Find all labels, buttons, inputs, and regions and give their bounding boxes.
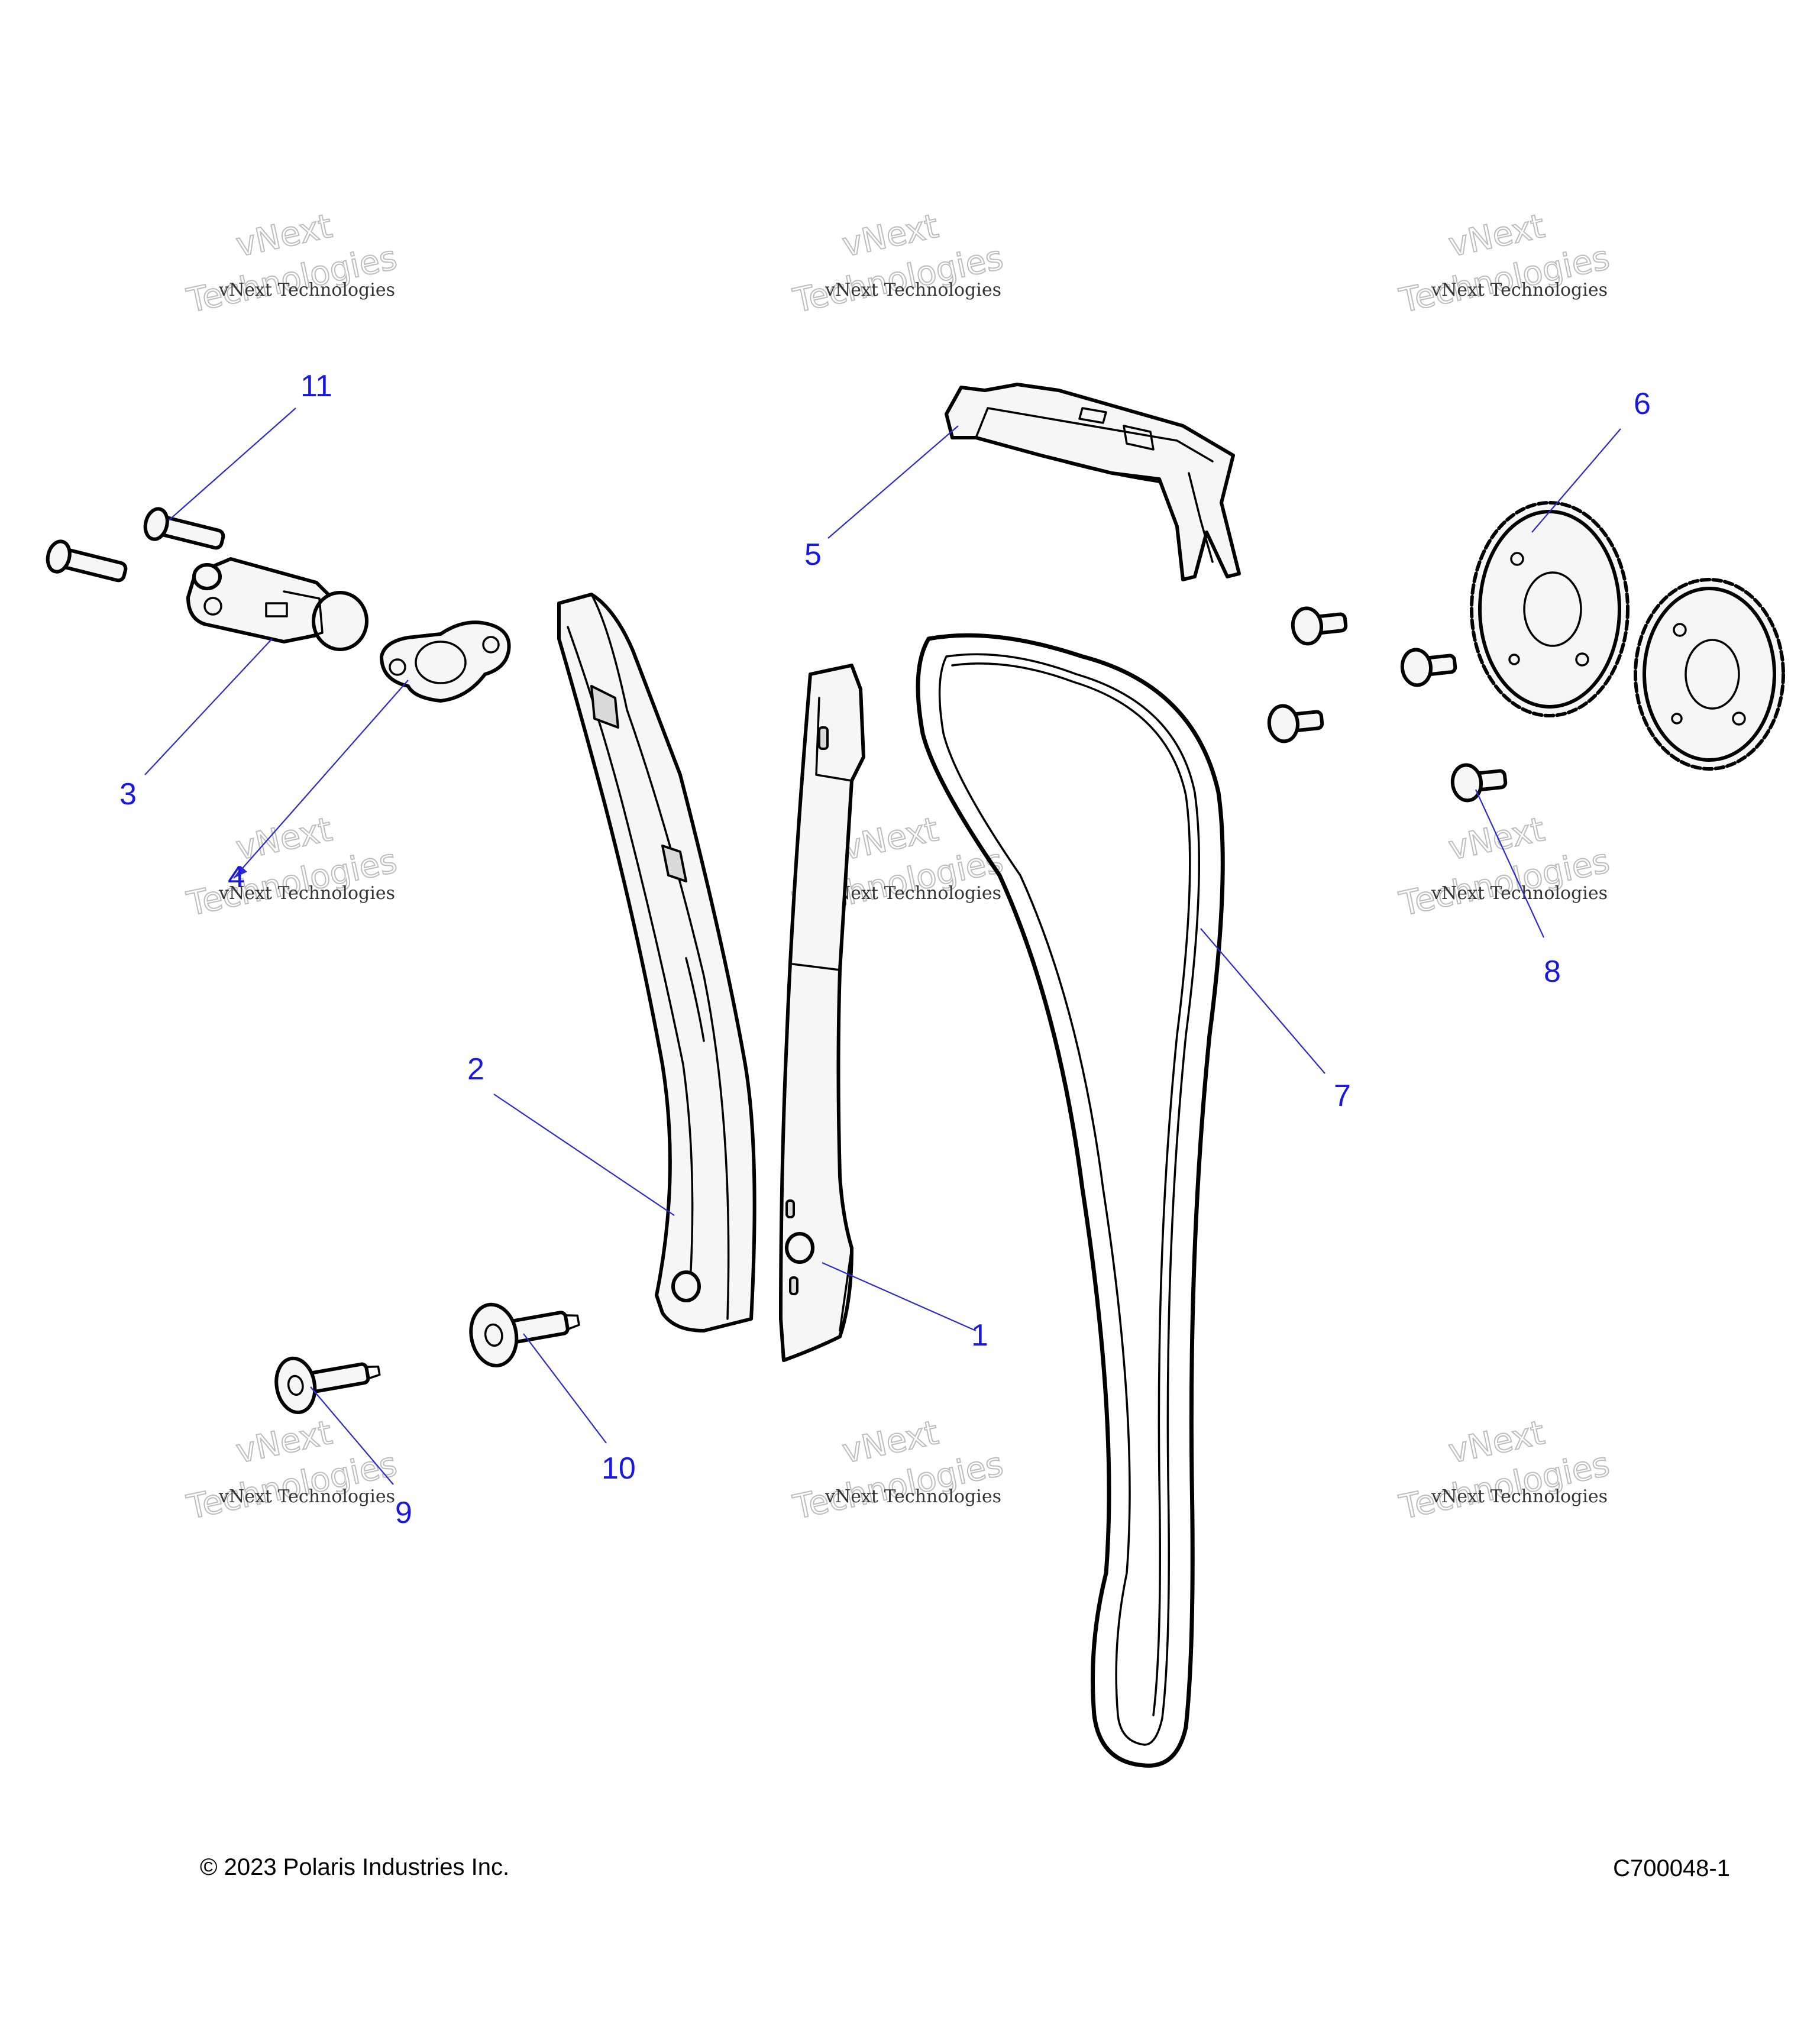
- part-chain-tensioner: [186, 557, 368, 651]
- part-tensioner-guide: [557, 593, 756, 1333]
- watermark-small: vNext Technologies: [218, 280, 395, 300]
- leader-6: [1531, 428, 1621, 533]
- leader-7: [1200, 928, 1325, 1074]
- leader-8: [1475, 789, 1544, 938]
- watermark-small: vNext Technologies: [825, 883, 1001, 904]
- figure-id: C700048-1: [1613, 1855, 1730, 1881]
- bolt-left: [46, 539, 128, 583]
- leader-1: [822, 1262, 977, 1332]
- copyright-text: © 2023 Polaris Industries Inc.: [200, 1854, 509, 1880]
- leader-10: [523, 1333, 607, 1444]
- part-bolt-pair: [46, 507, 225, 583]
- callout-7: 7: [1334, 1079, 1351, 1113]
- leader-4-arrow: [234, 866, 247, 878]
- part-flange-bolts: [1267, 606, 1508, 803]
- part-fixed-chain-guide: [779, 664, 865, 1362]
- callout-4: 4: [228, 860, 245, 894]
- watermark-top-right: vNext Technologies vNext Technologies: [1395, 206, 1613, 321]
- sprocket-front: [1470, 501, 1630, 717]
- part-gasket: [380, 620, 511, 703]
- leader-2: [493, 1094, 675, 1216]
- watermark-small: vNext Technologies: [1431, 1486, 1608, 1507]
- part-guide-bolt: [274, 1356, 381, 1415]
- part-pivot-bolt: [469, 1302, 580, 1368]
- leader-3: [144, 638, 273, 775]
- leader-11: [168, 407, 296, 521]
- watermark-mid-right: vNext Technologies vNext Technologies: [1395, 810, 1613, 924]
- leader-9: [310, 1386, 394, 1485]
- part-cam-sprockets: [1470, 501, 1785, 771]
- watermark-small: vNext Technologies: [218, 1486, 395, 1507]
- callout-8: 8: [1544, 955, 1561, 989]
- watermark-small: vNext Technologies: [825, 280, 1001, 300]
- part-upper-chain-guide: [945, 383, 1241, 581]
- watermark-small: vNext Technologies: [1431, 883, 1608, 904]
- watermark-bottom-right: vNext Technologies vNext Technologies: [1395, 1413, 1613, 1528]
- watermark-top-left: vNext Technologies vNext Technologies: [183, 206, 400, 321]
- watermark-bottom-center: vNext Technologies vNext Technologies: [789, 1413, 1007, 1528]
- callout-10: 10: [602, 1451, 636, 1486]
- sprocket-rear: [1634, 578, 1785, 771]
- watermark-small: vNext Technologies: [1431, 280, 1608, 300]
- watermark-small: vNext Technologies: [218, 883, 395, 904]
- callout-1: 1: [971, 1318, 988, 1353]
- callout-9: 9: [395, 1496, 412, 1530]
- callout-11: 11: [300, 369, 332, 403]
- part-timing-chain: [916, 633, 1225, 1768]
- callout-2: 2: [467, 1052, 484, 1086]
- watermark-small: vNext Technologies: [825, 1486, 1001, 1507]
- callout-3: 3: [119, 777, 137, 811]
- callout-5: 5: [804, 538, 822, 572]
- callout-6: 6: [1634, 387, 1651, 421]
- watermark-mid-left: vNext Technologies vNext Technologies: [183, 810, 400, 924]
- watermark-bottom-left: vNext Technologies vNext Technologies: [183, 1413, 400, 1528]
- watermark-top-center: vNext Technologies vNext Technologies: [789, 206, 1007, 321]
- leader-5: [827, 425, 959, 539]
- leader-4: [233, 680, 409, 879]
- bolt-right: [143, 507, 225, 550]
